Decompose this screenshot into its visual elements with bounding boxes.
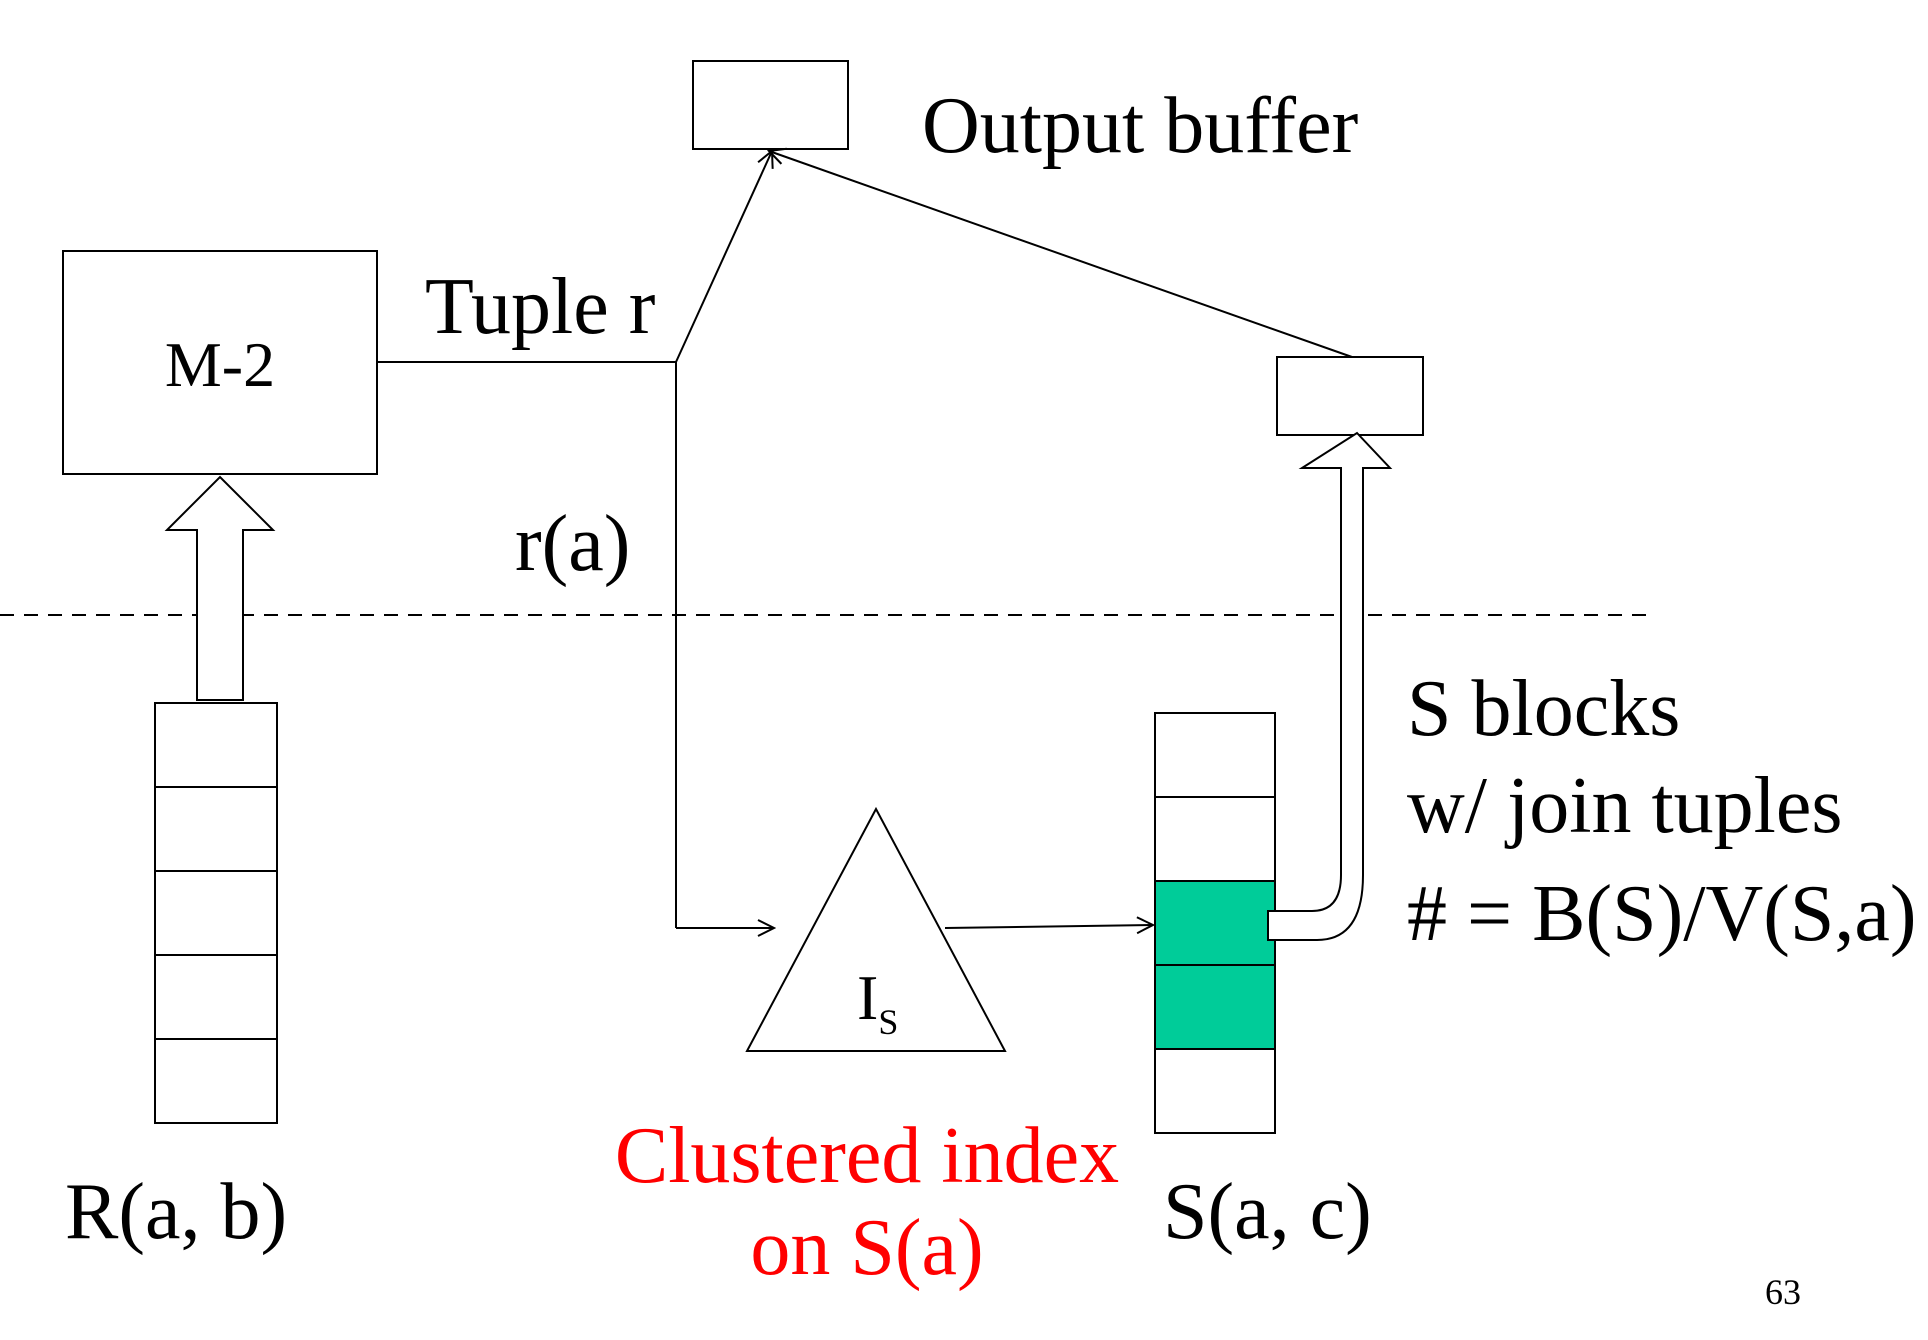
s-blocks-line2: w/ join tuples [1407,762,1843,850]
output-buffer-box [692,60,849,150]
s-block [1154,1048,1276,1134]
page-number: 63 [1765,1272,1801,1312]
relation-r-label: R(a, b) [65,1168,287,1256]
r-block [154,954,278,1040]
relation-s-blocks [1154,712,1276,1134]
s-buffer-to-output-arrow [769,151,1353,358]
output-buffer-label: Output buffer [922,82,1358,170]
s-block-matching [1154,964,1276,1050]
read-s-arrow [1267,431,1393,941]
clustered-index-triangle [745,806,1007,1052]
s-block [1154,712,1276,798]
r-block [154,870,278,956]
tuple-to-output-arrow [675,151,772,363]
s-buffer-box [1276,356,1424,436]
index-to-s-arrow [944,925,1153,928]
s-blocks-line3: # = B(S)/V(S,a) [1407,870,1917,958]
tuple-label: Tuple r [425,263,655,351]
index-subscript: S [878,1002,898,1042]
index-note-line2: on S(a) [750,1204,983,1292]
index-symbol: I [857,962,878,1033]
r-block [154,786,278,872]
s-block-matching [1154,880,1276,966]
r-block [154,702,278,788]
read-r-arrow [164,475,276,701]
s-block [1154,796,1276,882]
index-note-line1: Clustered index [615,1112,1119,1200]
memory-buffer-label: M-2 [165,329,275,400]
lookup-key-label: r(a) [515,500,630,588]
s-blocks-line1: S blocks [1407,665,1680,753]
memory-buffer-box [62,250,378,475]
r-block [154,1038,278,1124]
relation-r-blocks [154,702,278,1124]
relation-s-label: S(a, c) [1163,1168,1372,1256]
index-label: IS [857,962,898,1042]
